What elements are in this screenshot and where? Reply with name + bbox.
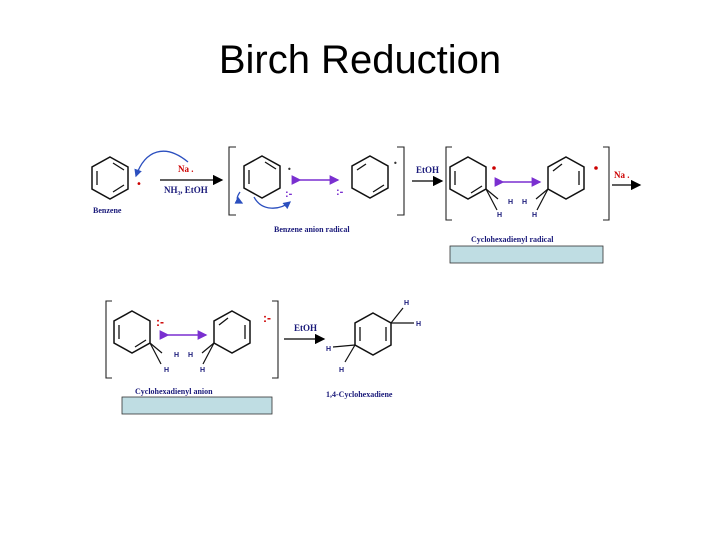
curly-arrow-1 xyxy=(134,150,189,178)
anion-b: :- xyxy=(336,186,344,198)
anion-c: :- xyxy=(156,315,164,329)
h-label-5: H xyxy=(174,352,179,359)
cyclohexadienyl-anion-form-a xyxy=(113,310,163,365)
h-label-8: H xyxy=(200,367,205,374)
reagent-etoh-2: EtOH xyxy=(294,323,317,333)
h-label-6: H xyxy=(164,367,169,374)
radical-dot-c xyxy=(492,166,496,170)
cyclohexadienyl-radical-form-a xyxy=(449,156,499,211)
anion-radical-label: Benzene anion radical xyxy=(274,225,350,234)
slide-title: Birch Reduction xyxy=(218,38,502,82)
benzene-molecule xyxy=(91,156,129,200)
bracket-left-2 xyxy=(445,146,452,221)
h-label-12: H xyxy=(339,367,344,374)
curly-arrow-3 xyxy=(234,191,244,204)
label-box-1 xyxy=(449,245,604,264)
h-label-1: H xyxy=(508,199,513,206)
bracket-left-3 xyxy=(105,300,112,379)
cyclohexadienyl-radical-form-b xyxy=(535,156,585,211)
bracket-right-3 xyxy=(272,300,279,379)
anion-a: :- xyxy=(285,188,293,200)
cyclohexadienyl-anion-label: Cyclohexadienyl anion xyxy=(135,387,213,396)
reagent-na-1: Na . xyxy=(178,164,194,174)
anion-radical-form-b xyxy=(351,155,389,199)
h-label-3: H xyxy=(522,199,527,206)
radical-dot-a: • xyxy=(287,165,292,174)
h-label-9: H xyxy=(404,300,409,307)
reagent-na-2: Na . xyxy=(614,170,630,180)
h-label-4: H xyxy=(532,212,537,219)
reagent-etoh-1: EtOH xyxy=(416,165,439,175)
h-label-10: H xyxy=(416,321,421,328)
anion-radical-form-a xyxy=(243,155,281,199)
product-label: 1,4-Cyclohexadiene xyxy=(326,390,393,399)
bracket-left-1 xyxy=(228,146,236,216)
cyclohexadiene-molecule xyxy=(332,307,414,363)
bracket-right-2 xyxy=(603,146,610,221)
cyclohexadienyl-radical-label: Cyclohexadienyl radical xyxy=(471,235,554,244)
h-label-7: H xyxy=(188,352,193,359)
radical-dot-benzene: • xyxy=(136,179,142,190)
reagent-nh3: NH₃, EtOH xyxy=(164,185,208,195)
radical-dot-b: • xyxy=(393,159,398,168)
benzene-label: Benzene xyxy=(93,206,122,215)
cyclohexadienyl-anion-form-b xyxy=(201,310,251,365)
anion-d: :- xyxy=(263,311,271,325)
h-label-2: H xyxy=(497,212,502,219)
curly-arrow-2 xyxy=(253,196,292,210)
radical-dot-d xyxy=(594,166,598,170)
h-label-11: H xyxy=(326,346,331,353)
bracket-right-1 xyxy=(397,146,405,216)
label-box-2 xyxy=(121,396,273,415)
